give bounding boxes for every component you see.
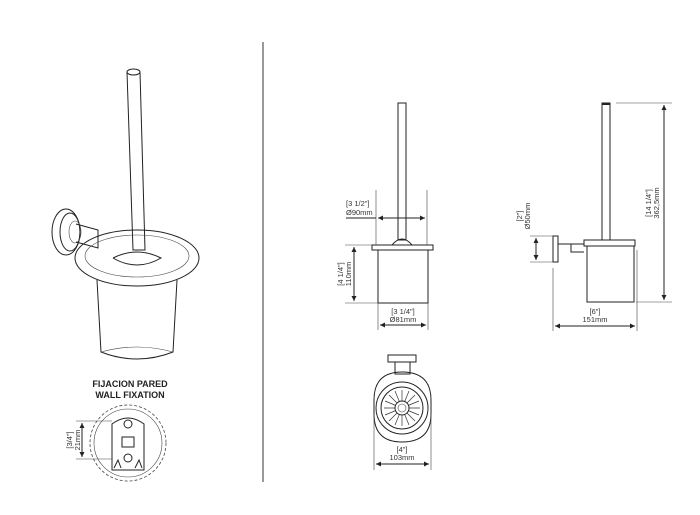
side-view: [2"] Ø50mm [14 1/4"] 362,5mm [6"] 151mm xyxy=(515,102,672,331)
fixation-label-es: FIJACION PARED xyxy=(92,379,168,389)
wall-fixation-detail: [3/4"] 21mm xyxy=(65,404,167,482)
isometric-view xyxy=(51,68,200,360)
front-top-diameter-inch: [3 1/2"] xyxy=(346,199,370,208)
fixation-height-mm: 21mm xyxy=(73,430,82,451)
brush-head xyxy=(112,251,163,266)
brush-handle xyxy=(126,71,146,251)
front-cup-diameter-inch: [3 1/4"] xyxy=(391,307,415,316)
fixation-height-inch: [3/4"] xyxy=(65,431,74,448)
front-cup-height-mm: 110mm xyxy=(344,262,353,286)
side-plate-diameter-mm: Ø50mm xyxy=(523,203,532,230)
top-width-inch: [4"] xyxy=(396,445,407,454)
side-total-height-inch: [14 1/4"] xyxy=(644,189,653,217)
wall-mount xyxy=(51,208,99,256)
front-view: [3 1/2"] Ø90mm [4 1/4"] 110mm [3 1/4"] Ø… xyxy=(336,102,434,330)
side-depth-mm: 151mm xyxy=(582,315,607,324)
side-plate-diameter-inch: [2"] xyxy=(515,210,524,221)
top-width-mm: 103mm xyxy=(389,453,414,462)
holder-ring xyxy=(74,229,200,287)
side-depth-inch: [6"] xyxy=(589,307,600,316)
top-view: [4"] 103mm xyxy=(373,354,432,470)
front-cup-height-inch: [4 1/4"] xyxy=(336,262,345,286)
fixation-label-en: WALL FIXATION xyxy=(95,390,164,400)
front-cup-diameter-mm: Ø81mm xyxy=(390,315,417,324)
side-total-height-mm: 362,5mm xyxy=(652,187,661,218)
glass-cup xyxy=(96,279,178,360)
front-top-diameter-mm: Ø90mm xyxy=(346,208,373,217)
